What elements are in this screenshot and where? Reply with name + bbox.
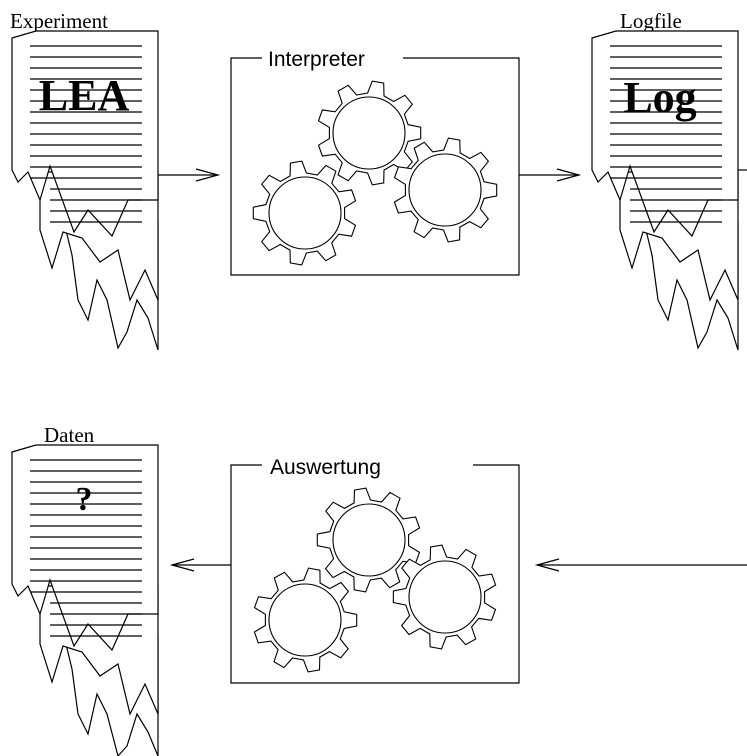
ruled-lines: [30, 459, 142, 637]
gear-hub: [268, 583, 342, 657]
document-title-lea: LEA: [39, 71, 130, 120]
auswertung-label: Auswertung: [270, 456, 381, 479]
arrow-to-daten: [169, 558, 231, 572]
ruled-lines: [30, 45, 142, 223]
gear-icon: [252, 160, 357, 266]
gear-hub: [268, 176, 342, 250]
experiment-label: Experiment: [10, 9, 108, 33]
logfile-label: Logfile: [620, 9, 682, 33]
gear-hub: [408, 560, 482, 634]
interpreter-box: Interpreter: [230, 48, 520, 276]
interpreter-label: Interpreter: [268, 48, 365, 71]
gear-hub: [332, 503, 406, 577]
daten-label: Daten: [44, 423, 95, 447]
gear-icon: [393, 137, 498, 243]
arrow-to-auswertung: [534, 558, 747, 572]
gear-icon: [317, 80, 422, 186]
gear-hub: [332, 96, 406, 170]
daten-document: Daten ?: [11, 423, 159, 756]
ruled-lines: [610, 45, 722, 223]
arrow-to-interpreter: [158, 168, 221, 182]
auswertung-box: Auswertung: [230, 456, 520, 684]
gear-hub: [408, 153, 482, 227]
logfile-document: Logfile Log: [591, 9, 747, 351]
experiment-document: Experiment LEA: [10, 9, 159, 351]
document-title-log: Log: [623, 73, 696, 122]
gear-icon: [392, 544, 497, 650]
arrow-to-logfile: [519, 168, 582, 182]
document-title-daten: ?: [76, 481, 93, 518]
gear-icon: [316, 487, 421, 593]
gear-icon: [253, 567, 358, 673]
